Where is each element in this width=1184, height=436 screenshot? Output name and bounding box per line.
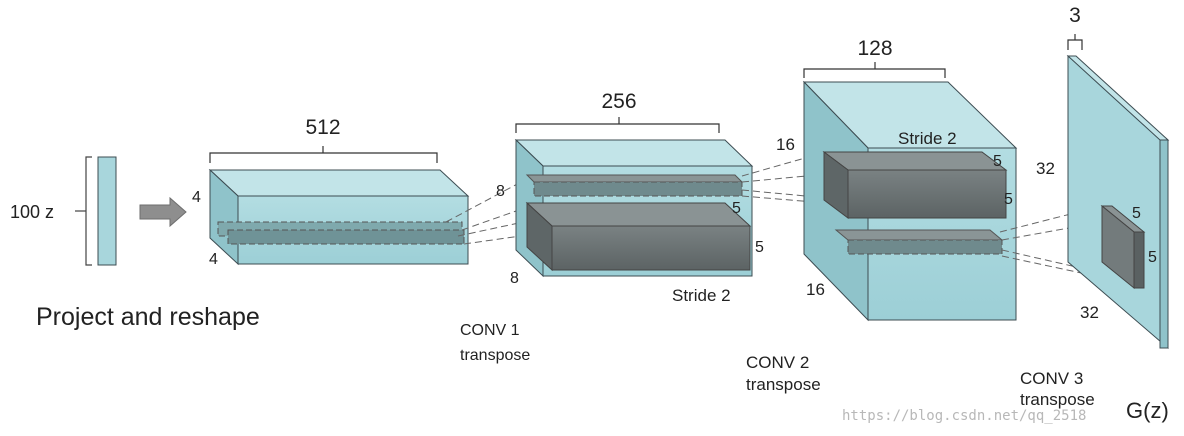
conv1-kernel-main bbox=[525, 201, 752, 272]
conv3-kernel-h-label: 5 bbox=[1148, 249, 1157, 266]
conv2-block bbox=[802, 80, 1018, 322]
projection-width-label: 512 bbox=[305, 116, 340, 139]
input-z-vector bbox=[75, 156, 117, 266]
conv1-stride-label: Stride 2 bbox=[672, 286, 731, 305]
conv1-title: CONV 1 bbox=[460, 322, 520, 339]
conv2-title: CONV 2 bbox=[746, 353, 809, 372]
conv1-kernel-w-label: 5 bbox=[732, 200, 741, 217]
input-label: 100 z bbox=[10, 202, 54, 222]
conv2-stride-label: Stride 2 bbox=[898, 129, 957, 148]
conv3-width-brace bbox=[1067, 39, 1083, 50]
conv3-depth-label: 32 bbox=[1080, 303, 1099, 322]
conv1-height-label: 8 bbox=[496, 183, 505, 200]
conv2-width-label: 128 bbox=[857, 37, 892, 60]
conv1-subtitle: transpose bbox=[460, 347, 530, 364]
conv1-kernel-top bbox=[525, 174, 744, 197]
conv2-kernel-bottom bbox=[834, 229, 1004, 255]
projection-block bbox=[208, 168, 470, 266]
conv3-width-label: 3 bbox=[1069, 4, 1081, 27]
conv1-width-label: 256 bbox=[601, 90, 636, 113]
project-arrow bbox=[139, 196, 187, 228]
conv2-kernel-h-label: 5 bbox=[1004, 191, 1013, 208]
conv2-depth-label: 16 bbox=[806, 280, 825, 299]
projection-width-brace bbox=[209, 152, 438, 163]
conv2-width-brace bbox=[803, 68, 946, 78]
conv2-kernel-top bbox=[822, 151, 1008, 219]
conv3-block bbox=[1066, 54, 1170, 350]
output-label: G(z) bbox=[1126, 398, 1169, 423]
conv1-block bbox=[514, 138, 754, 278]
conv3-title: CONV 3 bbox=[1020, 369, 1083, 388]
conv3-subtitle: transpose bbox=[1020, 390, 1095, 409]
conv1-width-brace bbox=[515, 123, 720, 133]
projection-title: Project and reshape bbox=[36, 303, 260, 331]
conv1-kernel-h-label: 5 bbox=[755, 239, 764, 256]
conv2-height-label: 16 bbox=[776, 135, 795, 154]
conv3-height-label: 32 bbox=[1036, 159, 1055, 178]
conv2-subtitle: transpose bbox=[746, 375, 821, 394]
conv3-kernel bbox=[1100, 204, 1146, 290]
projection-height-label: 4 bbox=[192, 189, 201, 206]
conv2-kernel-w-label: 5 bbox=[993, 153, 1002, 170]
watermark: https://blog.csdn.net/qq_2518 bbox=[842, 408, 1086, 424]
projection-depth-label: 4 bbox=[209, 251, 218, 268]
conv1-depth-label: 8 bbox=[510, 270, 519, 287]
conv3-kernel-w-label: 5 bbox=[1132, 205, 1141, 222]
